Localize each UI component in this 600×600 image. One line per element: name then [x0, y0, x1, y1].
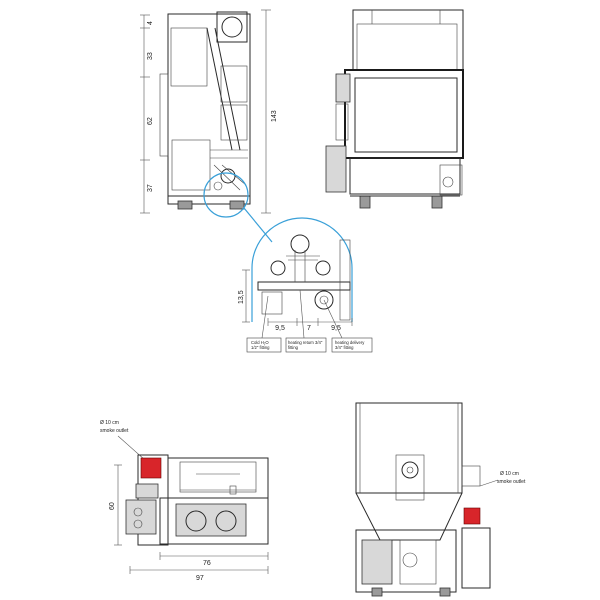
smoke-outlet-label-right-1: Ø 10 cm	[500, 471, 519, 477]
dim-depth-60: 60	[109, 502, 116, 510]
tag-heating-delivery-line1: heating delivery	[335, 340, 365, 345]
top-view: Ø 10 cm smoke outlet 60 76 97	[100, 420, 269, 582]
detail-dim-bottom-1: 9,5	[275, 325, 285, 332]
dim-label-62: 62	[147, 117, 154, 125]
tag-cold-water-line2: 1/2" fitting	[251, 345, 270, 350]
smoke-outlet-label-right-2: smoke outlet	[497, 479, 526, 485]
smoke-outlet-label-left-1: Ø 10 cm	[100, 420, 119, 426]
detail-dim-bottom-2: 7	[307, 325, 311, 332]
dim-label-4: 4	[147, 21, 154, 25]
tag-cold-water-line1: Cold H₂O	[251, 340, 269, 345]
dim-width-97: 97	[196, 575, 204, 582]
smoke-outlet-marker-left	[140, 457, 162, 479]
dim-label-33: 33	[147, 52, 154, 60]
tag-heating-delivery-line2: 3/4" fitting	[335, 345, 354, 350]
dim-label-143: 143	[271, 110, 278, 122]
detail-view: 13,5 9,5 7 9,5 Cold H₂O 1/2" fitting hea…	[238, 217, 373, 353]
smoke-outlet-marker-right	[463, 507, 481, 525]
tag-heating-return-line2: fitting	[288, 345, 299, 350]
smoke-outlet-label-left-2: smoke outlet	[100, 428, 129, 434]
tag-heating-return-line1: heating return 3/4"	[288, 340, 323, 345]
detail-dim-bottom-3: 9,5	[331, 325, 341, 332]
front-view	[325, 9, 464, 209]
zoom-callout-circle	[203, 172, 249, 218]
rear-view: Ø 10 cm smoke outlet	[355, 402, 526, 597]
detail-dim-13-5: 13,5	[238, 290, 245, 304]
side-view: 4 33 62 37 143	[140, 9, 278, 243]
dim-width-76: 76	[203, 560, 211, 567]
dim-label-37: 37	[147, 184, 154, 192]
